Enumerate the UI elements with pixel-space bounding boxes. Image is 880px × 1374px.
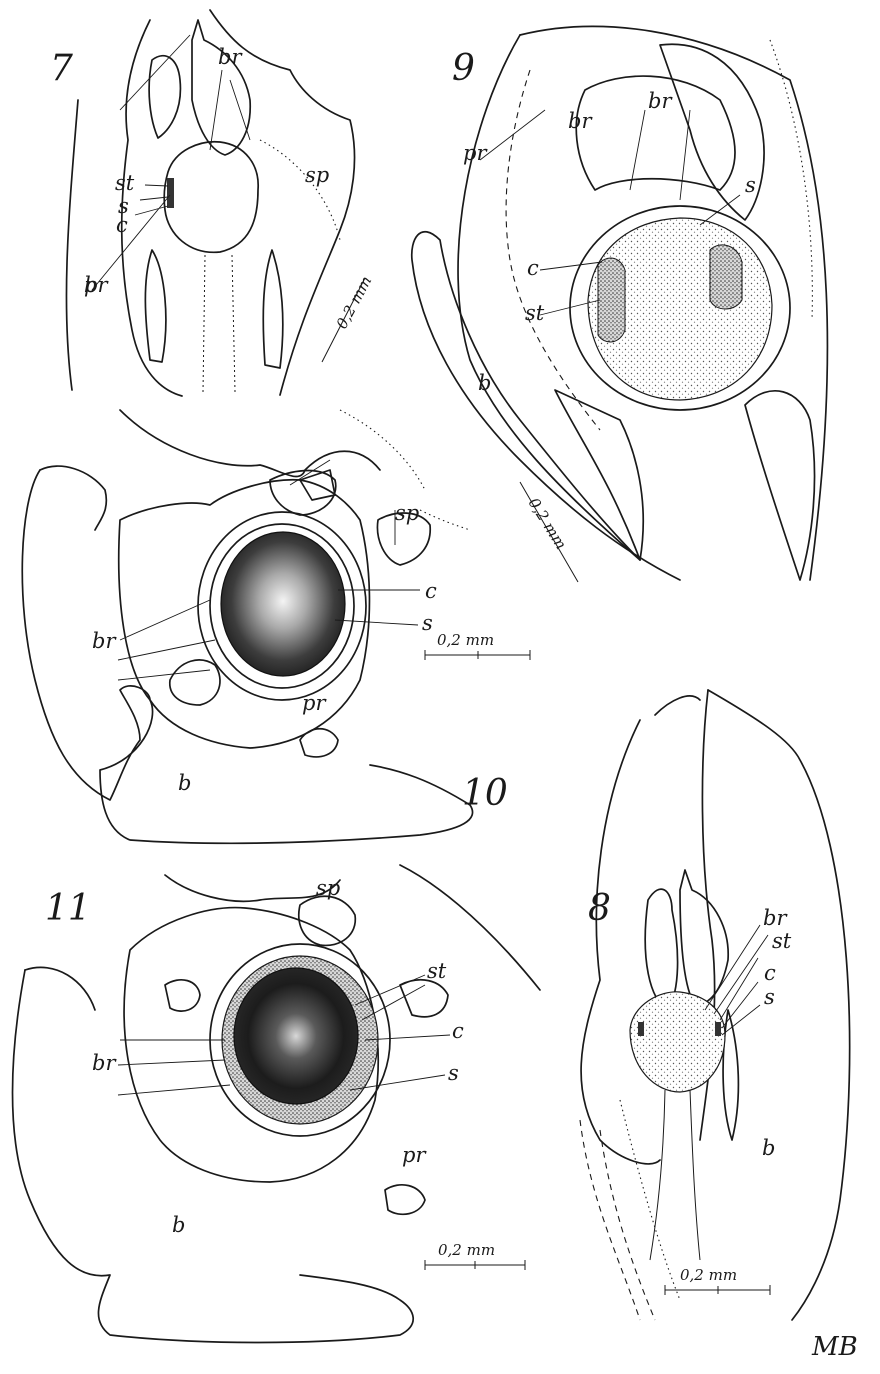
fig9-label-pr: pr bbox=[463, 141, 488, 165]
fig7-label-sp: sp bbox=[305, 163, 329, 187]
fig7-lemma-left bbox=[149, 56, 180, 138]
fig11-right-arc bbox=[400, 865, 540, 990]
fig7-gynoecium bbox=[164, 142, 258, 253]
fig11-number: 11 bbox=[45, 888, 91, 929]
fig7-stalk bbox=[203, 255, 235, 392]
fig8-dotted-line bbox=[620, 1100, 680, 1300]
fig9-lodicule-right bbox=[745, 391, 815, 580]
fig11-label-st: st bbox=[427, 959, 447, 983]
fig7-bract-outline bbox=[66, 100, 78, 390]
fig11-label-s: s bbox=[448, 1061, 459, 1085]
fig11-scale-bar bbox=[425, 1260, 525, 1270]
fig9-stamen-right bbox=[710, 245, 742, 309]
fig7-label-br: br bbox=[218, 45, 243, 69]
fig10-bract-lobe-bottom bbox=[300, 729, 338, 757]
fig8-stalk bbox=[650, 1090, 700, 1260]
fig11-label-b: b bbox=[172, 1213, 185, 1237]
fig10-gynoecium bbox=[221, 532, 345, 676]
fig7-lemma-right bbox=[192, 20, 250, 155]
fig7-label-st: st bbox=[115, 171, 135, 195]
fig11-label-c: c bbox=[452, 1019, 464, 1043]
fig8-label-b: b bbox=[762, 1136, 775, 1160]
fig8-label-c: c bbox=[764, 961, 776, 985]
fig9-number: 9 bbox=[452, 48, 475, 89]
fig9-lodicule-left bbox=[555, 390, 643, 560]
fig9-label-st: st bbox=[525, 301, 545, 325]
fig9-stamen-left bbox=[598, 258, 625, 342]
fig11-bract-b-top bbox=[25, 967, 95, 1010]
fig9-label-br-right: br bbox=[648, 89, 673, 113]
fig8-scale-bar bbox=[665, 1285, 770, 1295]
fig8-label-st: st bbox=[772, 929, 792, 953]
figure-9: 9 pr br br s c st b 0,2 mm bbox=[412, 26, 828, 582]
fig7-lodicule-right bbox=[263, 250, 283, 368]
fig11-scale-label: 0,2 mm bbox=[438, 1241, 495, 1259]
fig8-scale-label: 0,2 mm bbox=[680, 1266, 737, 1284]
fig8-label-s: s bbox=[764, 985, 775, 1009]
figure-10: 10 sp c s br pr b 0,2 mm bbox=[22, 410, 530, 843]
fig7-stamen bbox=[167, 178, 174, 208]
fig11-lobe-left bbox=[165, 980, 200, 1011]
fig10-number: 10 bbox=[462, 773, 508, 814]
fig7-dotted-margin bbox=[260, 140, 340, 240]
fig9-label-c: c bbox=[527, 256, 539, 280]
fig10-label-s: s bbox=[422, 611, 433, 635]
fig8-stamen-right bbox=[715, 1022, 721, 1036]
signature-monogram: MB bbox=[811, 1332, 858, 1362]
fig10-scale-bar bbox=[425, 650, 530, 660]
figure-7: 7 pr br sp st s c b 0,2 mm bbox=[50, 10, 375, 396]
fig8-outline-left bbox=[581, 720, 660, 1164]
fig10-label-sp: sp bbox=[395, 501, 419, 525]
fig11-gynoecium bbox=[234, 968, 358, 1104]
fig8-label-br: br bbox=[763, 906, 788, 930]
fig8-dashed-lines bbox=[580, 1120, 655, 1320]
fig10-label-br: br bbox=[92, 629, 117, 653]
fig10-top-arc bbox=[120, 410, 380, 476]
fig8-top-tip bbox=[655, 696, 700, 715]
fig9-label-s: s bbox=[745, 173, 756, 197]
figure-11: 11 sp st c br s pr b 0,2 mm bbox=[13, 865, 541, 1343]
fig11-label-sp: sp bbox=[316, 876, 340, 900]
fig7-label-c: c bbox=[116, 213, 128, 237]
fig11-label-pr: pr bbox=[402, 1143, 427, 1167]
fig9-scale-label: 0,2 mm bbox=[525, 495, 571, 553]
fig10-scale-label: 0,2 mm bbox=[437, 631, 494, 649]
fig7-lodicule-left bbox=[145, 250, 165, 362]
fig7-label-b: b bbox=[84, 273, 97, 297]
fig11-label-br: br bbox=[92, 1051, 117, 1075]
fig10-leader-sp bbox=[290, 460, 395, 545]
fig9-label-b: b bbox=[478, 371, 491, 395]
fig8-number: 8 bbox=[588, 888, 611, 929]
fig10-bract-lobe-left bbox=[170, 660, 220, 705]
fig7-scale-label: 0,2 mm bbox=[333, 273, 376, 332]
fig8-gynoecium bbox=[630, 992, 725, 1092]
fig10-label-pr: pr bbox=[302, 691, 327, 715]
fig9-label-br-left: br bbox=[568, 109, 593, 133]
fig10-label-c: c bbox=[425, 579, 437, 603]
fig8-lodicule-right bbox=[723, 1010, 738, 1140]
fig11-sp bbox=[299, 896, 356, 945]
figure-8: 8 br st c s b 0,2 mm bbox=[580, 690, 850, 1320]
fig10-bract-b-top bbox=[40, 466, 106, 530]
fig10-label-b: b bbox=[178, 771, 191, 795]
fig8-stamen-left bbox=[638, 1022, 644, 1036]
fig7-number: 7 bbox=[50, 48, 73, 89]
fig11-lobe-bottom bbox=[385, 1185, 425, 1215]
